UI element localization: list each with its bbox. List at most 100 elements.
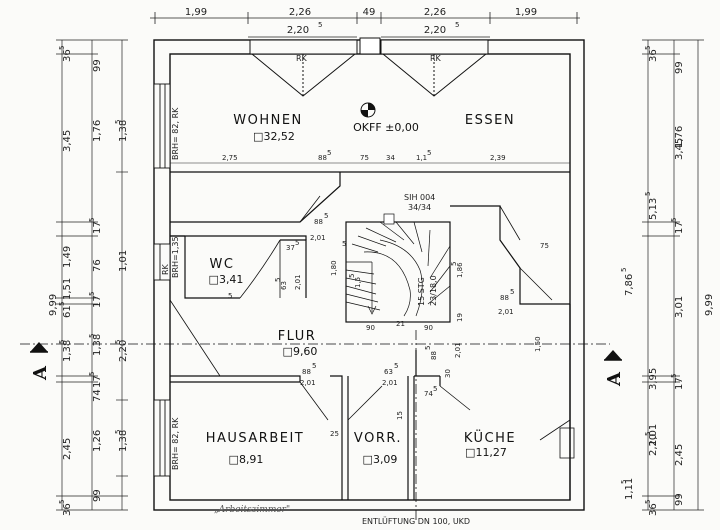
left-windows	[153, 83, 171, 477]
inner-dim-4: 34	[386, 154, 395, 162]
rdim-c1-4: 3,01	[674, 296, 685, 318]
room-name-vorr: VORR.	[354, 431, 402, 446]
brh-label-1: BRH= 82, RK	[171, 107, 180, 160]
door-wc-top-sup: 5	[324, 212, 328, 220]
room-name-wc: WC	[210, 257, 235, 272]
ldim-c2-3: 76	[92, 259, 103, 272]
level-label: OKFF ±0,00	[353, 121, 419, 134]
rdim-c1-3: 17	[674, 221, 685, 234]
rdim-c2-5: 2,45	[674, 444, 685, 466]
ldim-c2-1: 1,76	[92, 120, 103, 142]
sih-label: SIH 004	[404, 193, 435, 202]
stair-dim-5: 5	[342, 240, 346, 248]
rdim-c2-6: 1,11	[624, 478, 635, 500]
rk-label-1: RK	[296, 54, 308, 63]
rdim-c1s-3: 5	[670, 218, 678, 222]
interior-walls	[170, 171, 571, 500]
ldim-c1-4: 61	[62, 305, 73, 318]
room-area-vorr: □3,09	[363, 453, 398, 466]
rdim-c2-0: 3,45	[674, 138, 685, 160]
right-dims-col2: 3,45 5,13 5 7,86 5 3,95 2,20 5 2,45 1,11…	[620, 138, 685, 500]
room-name-flur: FLUR	[278, 329, 317, 344]
right-dims-col1: 36 5 99 1,76 17 5 3,01 17 5 1,01 99 36 5	[644, 46, 685, 516]
ldim-c2-2: 17	[92, 221, 103, 234]
wc-dim-2: 63	[280, 281, 288, 290]
inner-dim-6: 2,39	[490, 154, 506, 162]
door-f-bottom: 2,01	[454, 342, 462, 358]
ldim-c3s-0: 5	[114, 120, 122, 124]
ldim-c2s-4: 5	[88, 292, 96, 296]
rk-label-3: RK	[161, 263, 170, 275]
rdim-c2-2: 7,86	[624, 274, 635, 296]
ldim-c1-6: 2,45	[62, 438, 73, 460]
door-h-bottom: 2,01	[300, 379, 316, 387]
left-total-dim: 9,99	[48, 294, 59, 316]
room-area-flur: □9,60	[283, 345, 318, 358]
inner-dim-5-sup: 5	[427, 149, 431, 157]
door-k-top: 88	[500, 294, 509, 302]
ldim-c2-9: 99	[92, 489, 103, 502]
rdim-c2-1: 5,13	[648, 198, 659, 220]
brh-label-3: BRH= 82, RK	[171, 417, 180, 470]
ldim-c1s-0: 5	[58, 46, 66, 50]
handwritten-note: „Arbeitszimmer"	[214, 505, 290, 515]
section-marker-right-icon: A	[604, 350, 625, 387]
wc-dim-1-sup: 5	[295, 239, 299, 247]
stair-dim-21: 21	[396, 320, 405, 328]
rdim-c2-4: 2,20	[648, 434, 659, 456]
stair-steps: 15 STG	[417, 277, 426, 306]
wc-dim-1: 37	[286, 244, 295, 252]
ldim-c3s-2: 5	[114, 340, 122, 344]
ldim-c1-1: 3,45	[62, 130, 73, 152]
room-area-wohnen: □32,52	[253, 130, 295, 143]
inner-dim-3: 75	[360, 154, 369, 162]
sub-dim-1: 2,20	[287, 25, 309, 36]
rdim-c2s-1: 5	[644, 192, 652, 196]
wc-dim-3: 2,01	[294, 274, 302, 290]
stair-dim-3: 1,86	[456, 262, 464, 278]
rdim-c1-7: 99	[674, 493, 685, 506]
ldim-c3-2: 2,20	[118, 340, 129, 362]
ldim-c2s-5: 5	[88, 334, 96, 338]
top-dim-4: 2,26	[424, 7, 446, 18]
rk-label-2: RK	[430, 54, 442, 63]
vorr-dim-25: 25	[330, 430, 339, 438]
left-dims-col2: 99 1,76 17 5 76 17 5 1,38 5 17 5 74 1,26…	[88, 59, 103, 502]
door-wc-bottom: 2,01	[310, 234, 326, 242]
stair-dim-19: 19	[456, 313, 464, 322]
stair-steps-ratio: 23/18,0	[429, 275, 438, 306]
stair-dim-90a: 90	[366, 324, 375, 332]
top-dimension-chain	[150, 12, 580, 38]
ldim-c1-5: 1,38	[62, 340, 73, 362]
vorr-dim-15: 15	[396, 411, 404, 420]
inner-dim-1: 2,75	[222, 154, 238, 162]
kitchen-dim-30: 30	[444, 369, 452, 378]
rdim-c1-8: 36	[648, 503, 659, 516]
rdim-c1s-8: 5	[644, 500, 652, 504]
rdim-c2s-2: 5	[620, 268, 628, 272]
left-dimension-lines	[56, 39, 128, 511]
top-windows	[249, 37, 489, 97]
ldim-c3-0: 1,38	[118, 120, 129, 142]
ldim-c1-2: 1,49	[62, 246, 73, 268]
rdim-c2s-6: 5	[620, 480, 628, 484]
ldim-c2-0: 99	[92, 59, 103, 72]
rdim-c1s-5: 5	[670, 374, 678, 378]
rdim-c1-1: 99	[674, 61, 685, 74]
rdim-c2-3: 3,95	[648, 368, 659, 390]
right-dimension-lines	[642, 39, 704, 511]
ldim-c2s-6: 5	[88, 372, 96, 376]
inner-dim-5: 1,1	[416, 154, 427, 162]
room-name-essen: ESSEN	[465, 113, 515, 128]
ldim-c2-7: 74	[92, 389, 103, 402]
door-v-top-sup: 5	[394, 362, 398, 370]
flur-dim-5: 5	[228, 292, 232, 300]
section-marker-left-icon: A	[30, 342, 51, 381]
top-dim-3: 49	[363, 7, 376, 18]
door-wc-top: 88	[314, 218, 323, 226]
room-name-kueche: KÜCHE	[464, 429, 516, 446]
sub-dim-1-sup: 5	[318, 21, 322, 29]
staircase	[345, 213, 451, 317]
ldim-c3s-3: 5	[114, 430, 122, 434]
